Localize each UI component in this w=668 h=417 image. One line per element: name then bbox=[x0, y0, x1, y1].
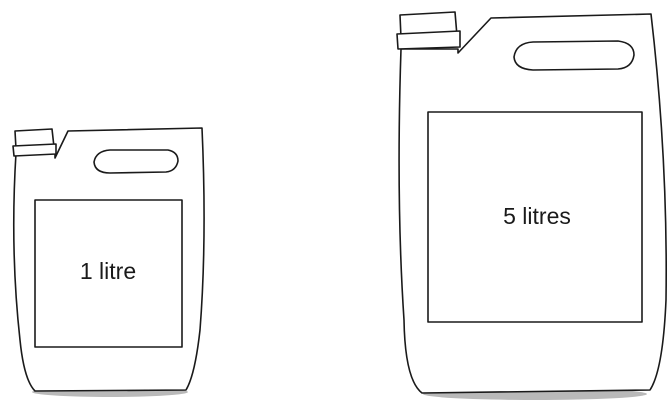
small-can-label-text: 1 litre bbox=[80, 258, 136, 284]
large-can-handle-hole bbox=[514, 41, 634, 70]
large-can-label-text: 5 litres bbox=[503, 203, 571, 229]
small-can-handle-hole bbox=[94, 150, 178, 173]
small-can-cap-band bbox=[13, 144, 56, 156]
large-jerry-can: 5 litres bbox=[397, 12, 666, 400]
small-jerry-can: 1 litre bbox=[13, 128, 204, 397]
large-can-cap-band bbox=[397, 31, 460, 49]
